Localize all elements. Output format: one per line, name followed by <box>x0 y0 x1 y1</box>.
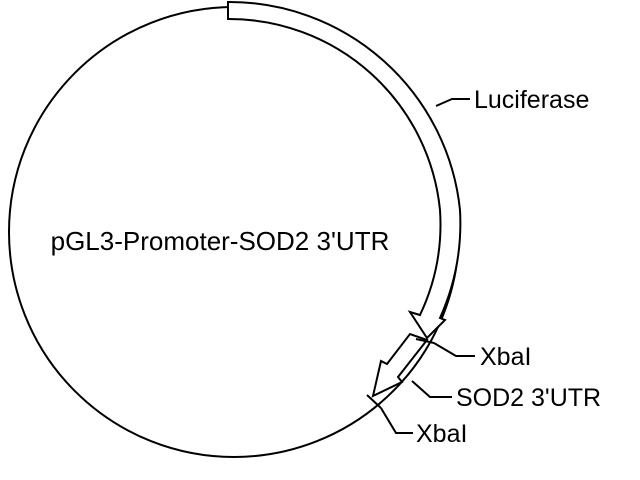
sod2-utr-leader <box>411 380 452 398</box>
xbai-site-tick-1 <box>415 338 435 344</box>
xbai-1-leader <box>433 342 475 357</box>
luciferase-arrow <box>227 0 462 340</box>
xbai-label-1: XbaI <box>480 343 531 371</box>
luciferase-leader <box>435 98 470 107</box>
xbai-site-tick-2 <box>366 394 382 409</box>
luciferase-label: Luciferase <box>474 86 589 114</box>
sod2-utr-arrow <box>371 332 429 398</box>
xbai-2-leader <box>380 407 413 434</box>
plasmid-name: pGL3-Promoter-SOD2 3'UTR <box>51 226 390 256</box>
sod2-utr-label: SOD2 3'UTR <box>456 384 601 412</box>
xbai-label-2: XbaI <box>416 420 467 448</box>
